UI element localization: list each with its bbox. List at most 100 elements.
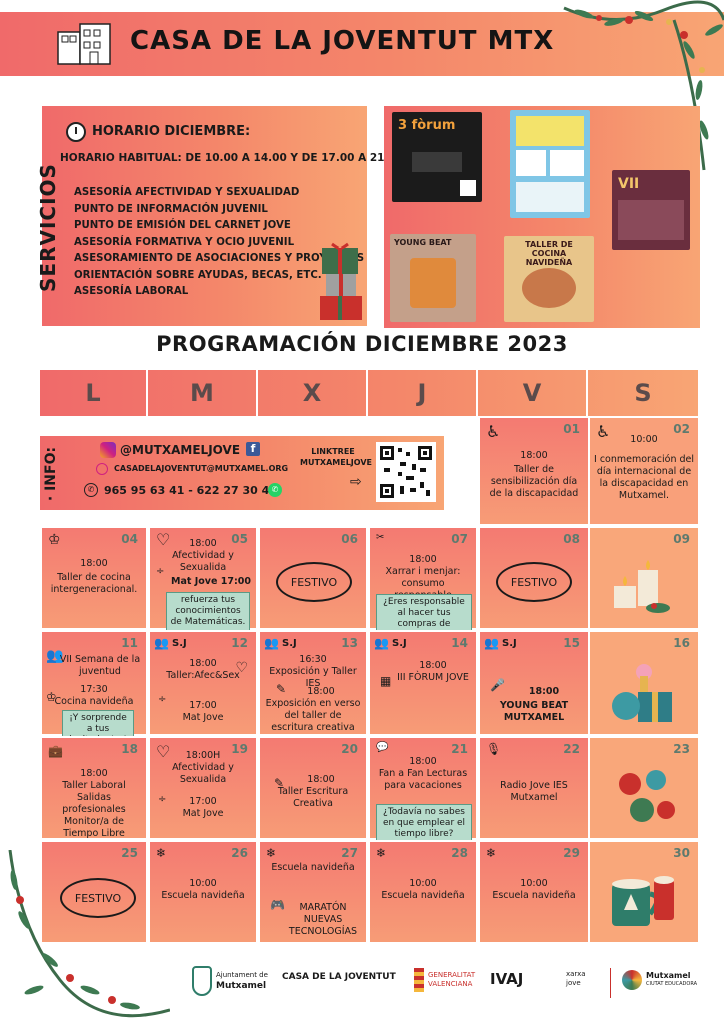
generalitat-logo: GENERALITAT VALENCIANA <box>414 968 488 992</box>
heart-icon: ♡ <box>156 742 171 761</box>
calendar-day-19: 19 ♡ 18:00H Afectividad y Sexualida ÷ 17… <box>148 736 258 840</box>
horario-panel <box>42 106 367 326</box>
instagram-handle[interactable]: @MUTXAMELJOVE <box>120 443 241 457</box>
page-title: CASA DE LA JOVENTUT MTX <box>130 26 555 56</box>
calendar-day-11: 11 👥 VII Semana de la juventud 17:30 ♔ C… <box>40 630 148 749</box>
calendar-day-07: 07 ✂ 18:00 Xarrar i menjar: consumo resp… <box>368 526 478 644</box>
calendar-day-01: 01 ♿ 18:00 Taller de sensibilización día… <box>478 416 590 526</box>
snowflake-icon: ❄ <box>156 846 167 860</box>
writing-icon: ✎ <box>274 776 285 790</box>
speech-bubble-icon: 💬 <box>376 742 389 753</box>
forum-poster: 3 fòrum <box>392 112 482 202</box>
people-icon: 👥 <box>46 648 64 664</box>
people-icon: 👥 <box>484 636 499 650</box>
servicio-item: ASESORAMIENTO DE ASOCIACIONES Y PROYECTO… <box>74 253 365 264</box>
servicio-item: ASESORÍA FORMATIVA Y OCIO JUVENIL <box>74 236 295 248</box>
calendar-day-08: 08 FESTIVO <box>478 526 590 630</box>
calendar-day-26: 26 ❄ 10:00 Escuela navideña <box>148 840 258 944</box>
blocks-icon: ▦ <box>380 674 392 688</box>
calendar-day-09: 09 <box>588 526 700 630</box>
calendar-day-23: 23 <box>588 736 700 840</box>
senyera-icon <box>414 968 424 992</box>
calendar-day-15: 15 👥 S.J 🎤 18:00 YOUNG BEAT MUTXAMEL <box>478 630 590 736</box>
microphone-icon: 🎙 <box>486 742 502 756</box>
qr-code-icon[interactable] <box>376 442 436 502</box>
title-banner <box>0 12 724 76</box>
ivaj-logo: IVAJ <box>490 970 524 988</box>
christmas-garland-decoration <box>8 850 170 1018</box>
house-illustration <box>57 23 111 65</box>
casa-joventut-logo: CASA DE LA JOVENTUT <box>282 972 396 982</box>
calendar-day-30: 30 <box>588 840 700 944</box>
weekday-label: X <box>258 370 368 416</box>
arrow-right-icon: ⇨ <box>350 474 362 490</box>
flower-icon <box>622 970 642 990</box>
snowflake-icon: ❄ <box>266 846 277 860</box>
people-icon: 👥 <box>264 636 279 650</box>
calendar-day-18: 18 💼 18:00 Taller Laboral Salidas profes… <box>40 736 148 840</box>
calendar-day-22: 22 🎙 Radio Jove IES Mutxamel <box>478 736 590 840</box>
calendar-day-06: 06 FESTIVO <box>258 526 368 630</box>
xarxa-jove-logo: xarxa jove <box>566 970 586 987</box>
horario-hours: HORARIO HABITUAL: DE 10.00 A 14.00 Y DE … <box>60 152 404 164</box>
coat-of-arms-icon <box>192 966 212 996</box>
programacion-title: PROGRAMACIÓN DICIEMBRE 2023 <box>156 332 568 356</box>
calendar-day-16: 16 <box>588 630 700 736</box>
weekday-label: M <box>148 370 258 416</box>
calendar-day-20: 20 ✎ 18:00 Taller Escritura Creativa <box>258 736 368 840</box>
snowflake-icon: ❄ <box>486 846 497 860</box>
snowflake-icon: ❄ <box>376 846 387 860</box>
servicios-label: SERVICIOS <box>36 163 60 292</box>
young-beat-poster: YOUNG BEAT <box>390 234 476 322</box>
festivo-badge: FESTIVO <box>276 562 352 602</box>
chef-hat-icon: ♔ <box>48 532 61 548</box>
calendar-day-05: 05 ♡ 18:00 Afectividad y Sexualida ÷ Mat… <box>148 526 258 631</box>
briefcase-icon: 💼 <box>48 744 63 758</box>
ciutat-educadora-logo: Mutxamel CIUTAT EDUCADORA <box>622 970 697 990</box>
gamepad-icon: 🎮 <box>270 898 285 912</box>
jove-poster: VII <box>612 170 690 250</box>
servicio-item: PUNTO DE EMISIÓN DEL CARNET JOVE <box>74 220 291 231</box>
phone-icon: ✆ <box>84 483 98 497</box>
footer-logos: Ajuntament de Mutxamel CASA DE LA JOVENT… <box>0 960 724 1010</box>
calendar-day-25: 25 FESTIVO <box>40 840 148 944</box>
hot-cocoa-mug-icon <box>612 876 674 926</box>
servicios-list: ASESORÍA AFECTIVIDAD Y SEXUALIDAD PUNTO … <box>74 185 364 301</box>
calendar-day-04: 04 ♔ 18:00 Taller de cocina intergenerac… <box>40 526 148 630</box>
calendar-day-27: 27 ❄ Escuela navideña 🎮 MARATÓN NUEVAS T… <box>258 840 368 944</box>
gift-stack-icon <box>320 242 362 320</box>
servicio-item: PUNTO DE INFORMACIÓN JUVENIL <box>74 203 268 215</box>
candles-icon <box>614 560 670 613</box>
servicio-item: ASESORÍA AFECTIVIDAD Y SEXUALIDAD <box>74 187 300 198</box>
email-address[interactable]: CASADELAJOVENTUT@MUTXAMEL.ORG <box>114 464 289 473</box>
festivo-badge: FESTIVO <box>496 562 572 602</box>
instagram-icon <box>100 442 116 458</box>
calendar-day-12: 12 👥 S.J 18:00 Taller:Afec&Sex ♡ ÷ 17:00… <box>148 630 258 736</box>
whatsapp-icon: ✆ <box>268 483 282 497</box>
math-icon: ÷ <box>158 794 167 805</box>
calendar-day-28: 28 ❄ 10:00 Escuela navideña <box>368 840 478 944</box>
facebook-icon: f <box>246 442 260 456</box>
weekday-label: S <box>634 379 652 407</box>
math-icon: ÷ <box>156 566 165 577</box>
calendar-day-29: 29 ❄ 10:00 Escuela navideña <box>478 840 590 944</box>
heart-icon: ♡ <box>156 530 171 549</box>
weekday-label: L <box>40 370 148 416</box>
heart-icon: ♡ <box>235 660 248 676</box>
cutlery-icon: ✂ <box>376 532 385 543</box>
linktree-label[interactable]: LINKTREE MUTXAMELJOVE <box>300 447 373 467</box>
weekday-header-row: L M X J V S <box>40 370 698 416</box>
horario-title: HORARIO DICIEMBRE: <box>92 124 251 139</box>
info-label: · INFO: <box>43 446 59 502</box>
calendar-day-21: 21 💬 18:00 Fan a Fan Lecturas para vacac… <box>368 736 478 843</box>
ornaments-icon <box>619 770 675 822</box>
wheelchair-icon: ♿ <box>486 422 501 441</box>
clock-icon <box>66 122 86 142</box>
email-icon <box>96 463 108 475</box>
servicio-item: ASESORÍA LABORAL <box>74 286 189 297</box>
wheelchair-icon: ♿ <box>596 422 611 441</box>
ajuntament-logo: Ajuntament de Mutxamel <box>192 966 268 996</box>
christmas-presents-icon <box>612 664 672 722</box>
taller-cocina-poster: TALLER DE COCINA NAVIDEÑA <box>504 236 594 322</box>
calendar-day-13: 13 👥 S.J 16:30 Exposición y Taller IES ✎… <box>258 630 368 736</box>
